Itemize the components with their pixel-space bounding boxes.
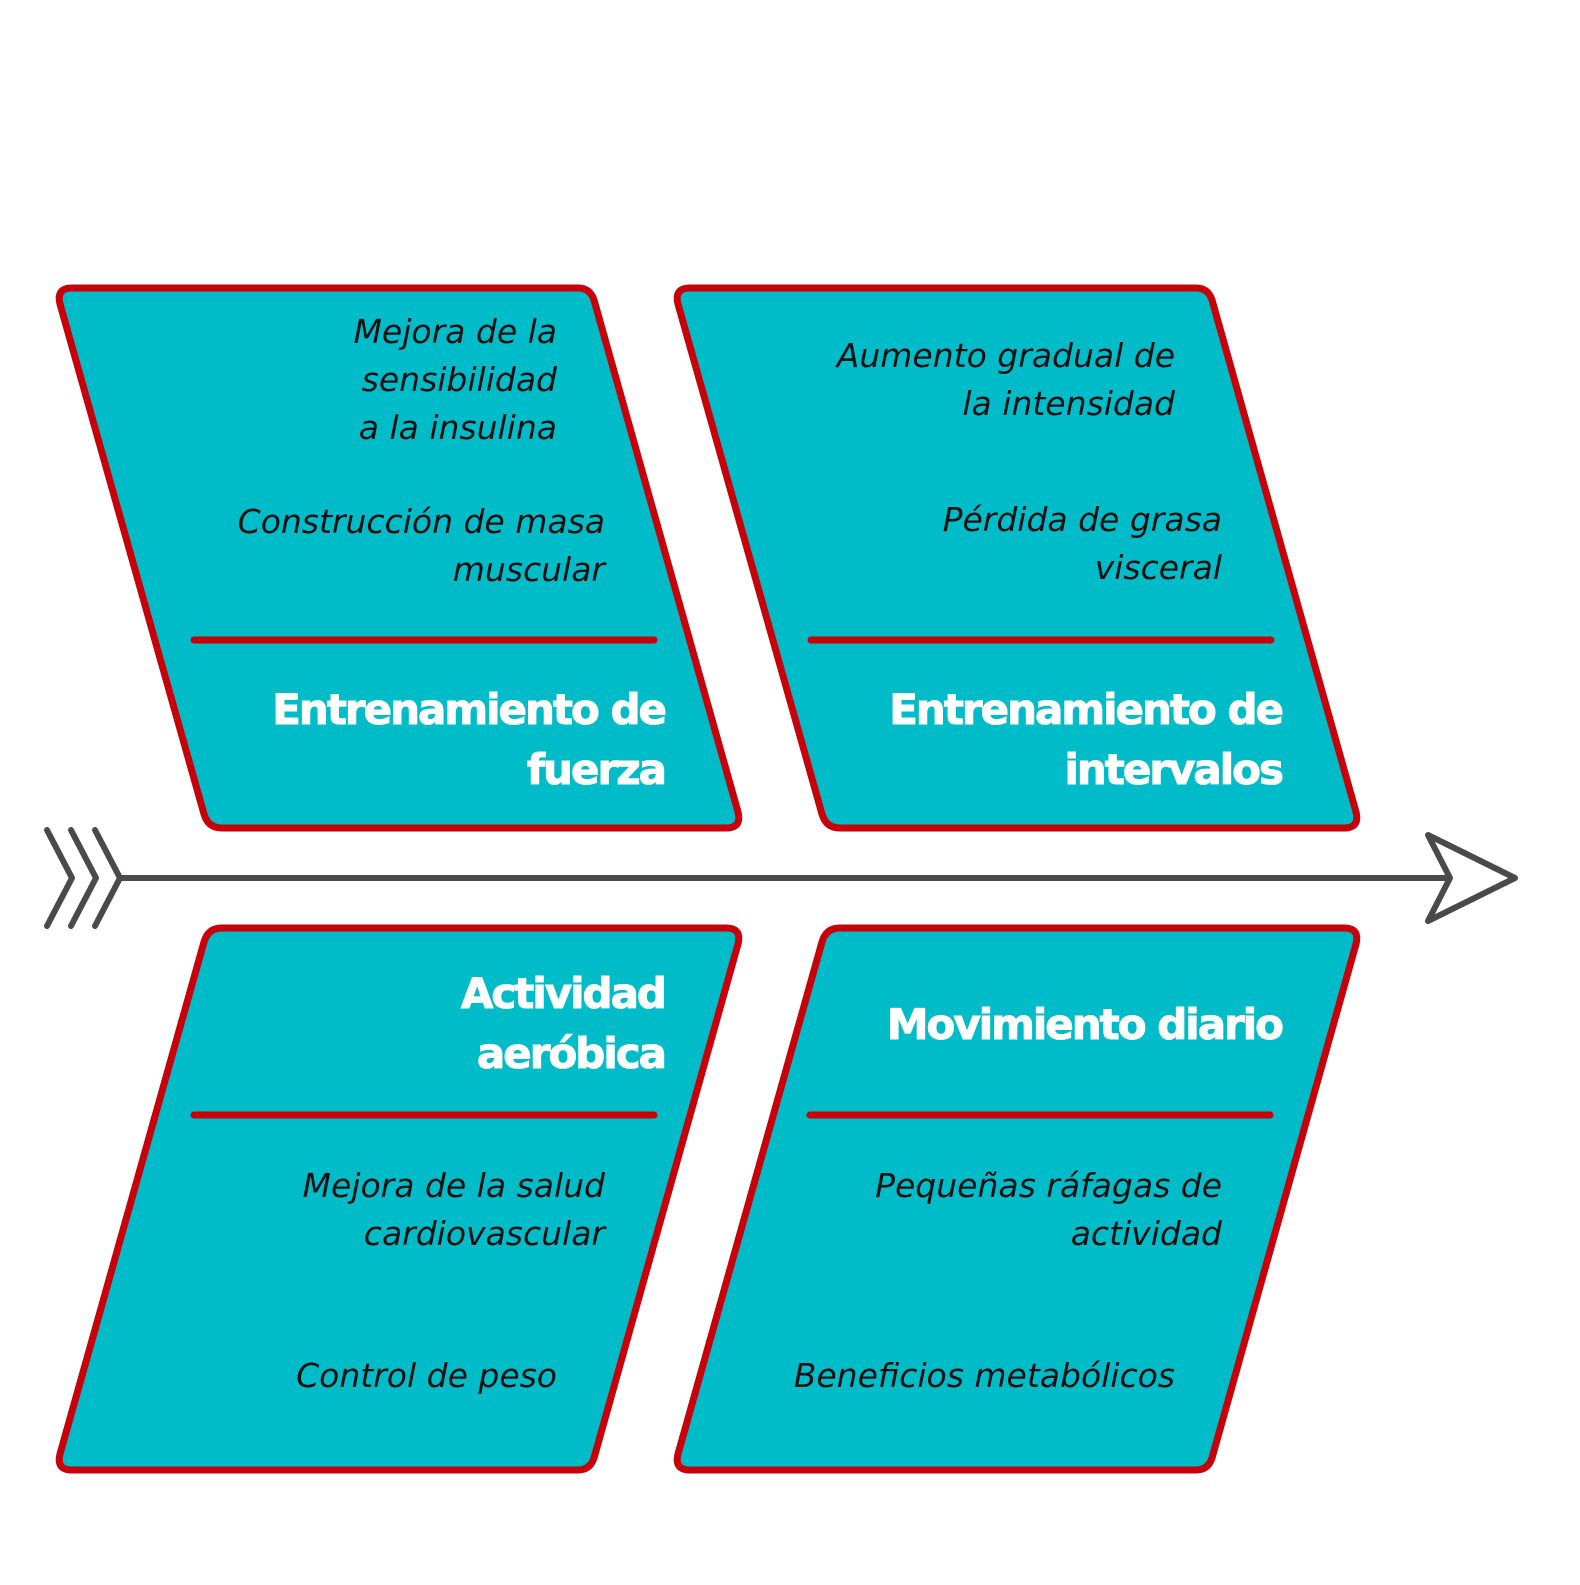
branch-title: Entrenamiento de intervalos — [889, 680, 1285, 800]
branch-item: Control de peso — [296, 1352, 557, 1400]
branch-item: Pequeñas ráfagas de actividad — [875, 1162, 1222, 1258]
item-line: Pérdida de grasa — [942, 500, 1222, 539]
tail-chevron-icon — [44, 827, 75, 929]
item-line: Mejora de la — [353, 312, 557, 351]
branch-title: Entrenamiento de fuerza — [272, 680, 668, 800]
item-line: Control de peso — [296, 1356, 557, 1395]
title-line: Entrenamiento de — [272, 685, 668, 735]
branch-item: Mejora de la salud cardiovascular — [303, 1162, 605, 1258]
tail-chevron-icon — [68, 827, 99, 929]
branch-item: Pérdida de grasa visceral — [943, 496, 1222, 592]
title-line: intervalos — [1064, 745, 1285, 795]
branch-item: Construcción de masa muscular — [238, 498, 605, 594]
item-line: Pequeñas ráfagas de — [875, 1166, 1222, 1205]
item-line: la intensidad — [962, 384, 1175, 423]
item-line: Mejora de la salud — [302, 1166, 605, 1205]
branch-box-aerobic — [55, 924, 743, 1474]
arrowhead-icon — [1425, 832, 1518, 924]
item-line: Beneficios metabólicos — [793, 1356, 1175, 1395]
title-line: Entrenamiento de — [889, 685, 1285, 735]
branch-item: Mejora de la sensibilidad a la insulina — [353, 308, 557, 452]
item-line: Aumento gradual de — [836, 336, 1175, 375]
branch-box-strength — [55, 284, 743, 832]
item-line: actividad — [1070, 1214, 1222, 1253]
branch-item: Aumento gradual de la intensidad — [837, 332, 1175, 428]
tail-chevron-icon — [92, 827, 123, 929]
branch-title: Movimiento diario — [886, 995, 1284, 1055]
title-line: Movimiento diario — [886, 1000, 1284, 1050]
branch-item: Beneficios metabólicos — [794, 1352, 1175, 1400]
title-line: Actividad — [460, 969, 667, 1019]
branch-box-intervals — [673, 284, 1361, 832]
item-line: Construcción de masa — [237, 502, 605, 541]
branch-box-daily-movement — [673, 924, 1361, 1474]
item-line: muscular — [452, 550, 605, 589]
title-line: aeróbica — [476, 1029, 667, 1079]
title-line: fuerza — [526, 745, 667, 795]
item-line: cardiovascular — [363, 1214, 605, 1253]
item-line: sensibilidad — [361, 360, 557, 399]
item-line: a la insulina — [358, 408, 557, 447]
branch-title: Actividad aeróbica — [460, 964, 667, 1084]
item-line: visceral — [1094, 548, 1222, 587]
